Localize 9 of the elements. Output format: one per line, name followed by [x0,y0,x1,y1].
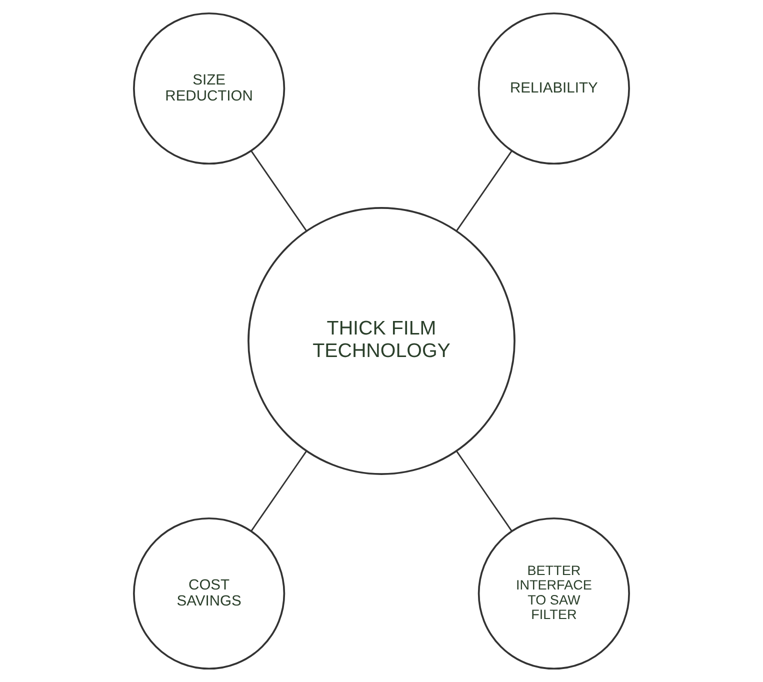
connector [456,450,512,532]
connector [250,150,308,232]
node-circle: RELIABILITY [478,12,630,165]
connector [456,150,512,232]
connector [250,450,307,532]
node-circle: THICK FILM TECHNOLOGY [248,207,516,475]
node-circle: BETTER INTERFACE TO SAW FILTER [478,517,630,670]
node-circle: COST SAVINGS [133,517,286,670]
node-circle: SIZE REDUCTION [133,12,286,165]
